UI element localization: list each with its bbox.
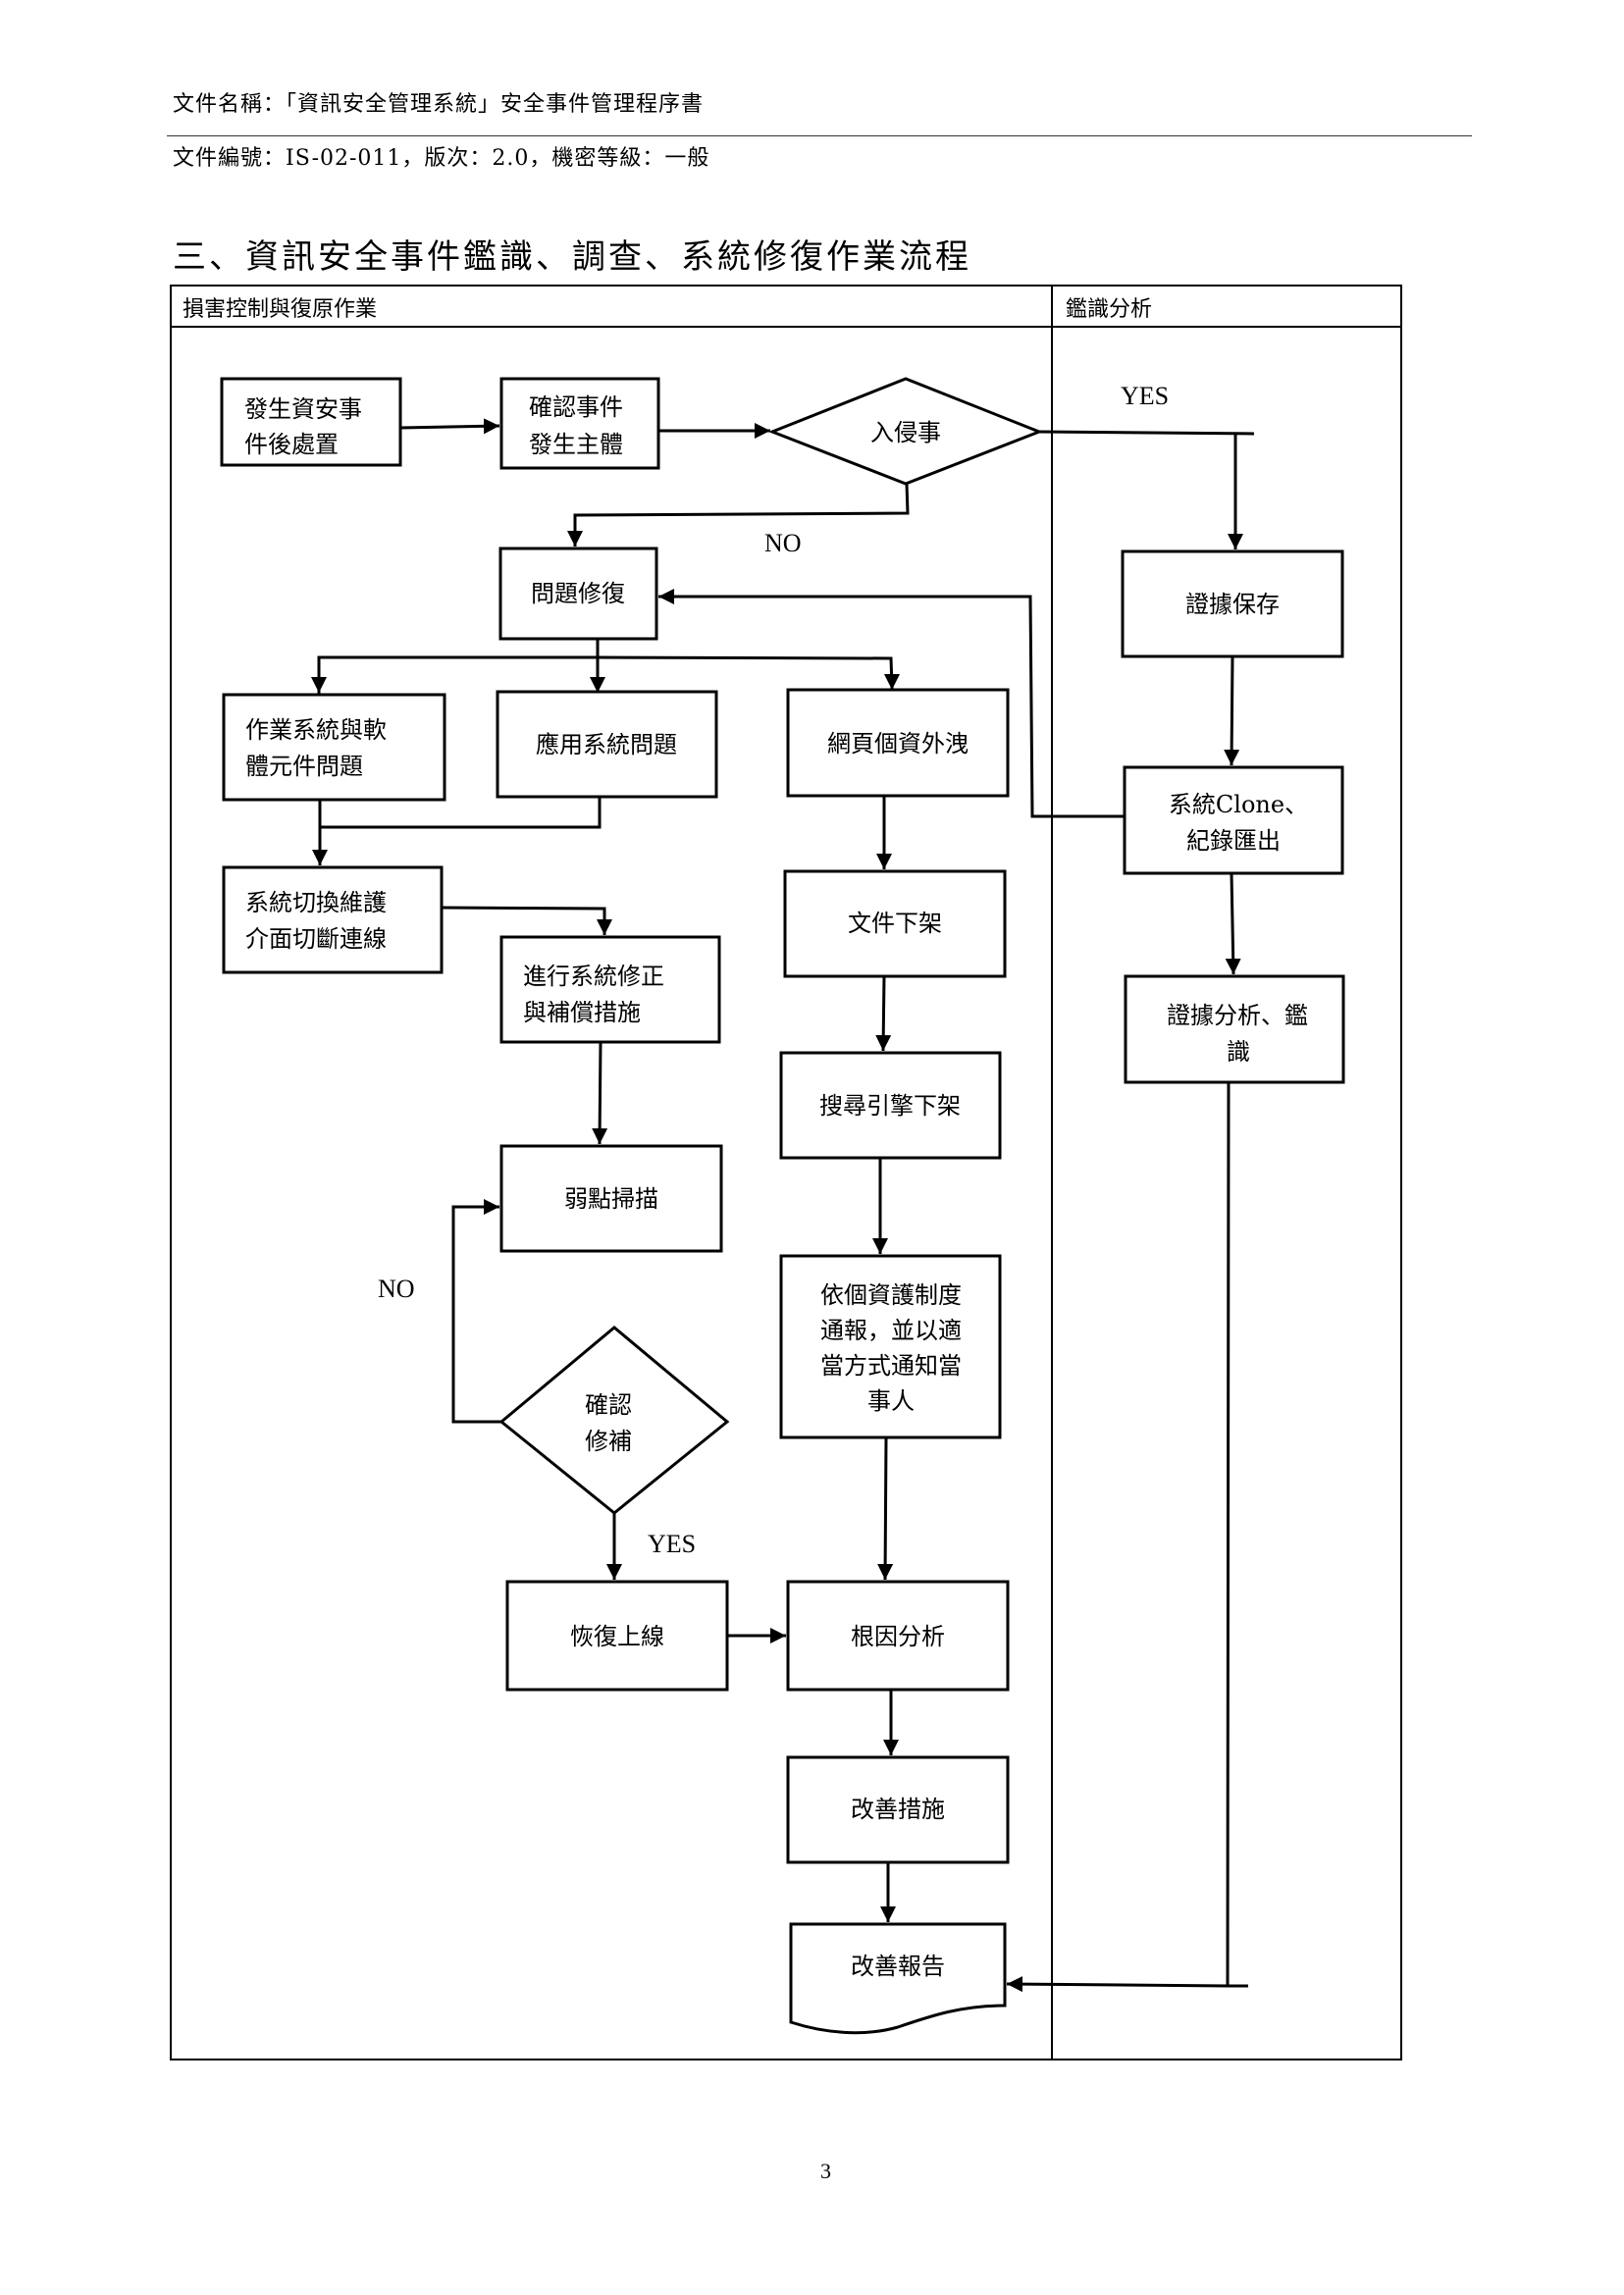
node-confirm-patch	[498, 1326, 730, 1515]
node-root-cause	[786, 1580, 1010, 1692]
section-title: 三、資訊安全事件鑑識、調查、系統修復作業流程	[173, 237, 971, 277]
edge-analysis-return	[1226, 1081, 1248, 1988]
text-search-takedown: 搜尋引擎下架	[819, 1092, 961, 1120]
text-analysis-1: 證據分析、鑑	[1167, 1002, 1308, 1029]
text-os-issue-1: 作業系統與軟	[245, 716, 387, 744]
text-notify-4: 事人	[867, 1387, 915, 1415]
node-problem-repair	[498, 547, 658, 641]
text-incident-handling-1: 發生資安事	[244, 395, 362, 423]
text-notify-3: 當方式通知當	[820, 1352, 962, 1380]
node-switch-maintenance	[222, 865, 444, 974]
text-problem-repair: 問題修復	[531, 580, 625, 607]
edge-analysis-to-report	[1006, 1976, 1230, 1993]
edge-notify-to-rootcause	[877, 1436, 894, 1581]
text-notify-1: 依個資護制度	[820, 1281, 962, 1309]
edge-intrusion-no	[567, 483, 910, 547]
label-intrusion-no: NO	[764, 529, 802, 557]
text-clone-1: 系統Clone、	[1169, 791, 1308, 818]
label-intrusion-yes: YES	[1121, 382, 1169, 410]
text-switch-1: 系統切換維護	[245, 889, 387, 916]
node-os-component-issue	[222, 693, 446, 802]
text-evidence-preserve: 證據保存	[1185, 591, 1280, 618]
node-intrusion-decision	[767, 377, 1044, 486]
text-notify-2: 通報，並以適	[820, 1317, 962, 1344]
text-fix-2: 與補償措施	[523, 999, 641, 1026]
text-clone-2: 紀錄匯出	[1186, 827, 1281, 855]
label-patch-no: NO	[378, 1275, 415, 1303]
text-confirm-patch-2: 修補	[585, 1428, 632, 1455]
node-vuln-scan	[499, 1144, 723, 1253]
text-restore-online: 恢復上線	[570, 1623, 664, 1650]
edge-merge-os-app	[318, 797, 602, 829]
text-os-issue-2: 體元件問題	[245, 753, 363, 780]
text-intrusion: 入侵事	[870, 419, 941, 446]
edge-clone-to-analysis	[1225, 872, 1241, 975]
lane-label-damage-control: 損害控制與復原作業	[183, 297, 377, 322]
node-system-fix	[499, 935, 721, 1044]
label-patch-yes: YES	[648, 1530, 696, 1558]
document-meta: 文件編號：IS-02-011，版次：2.0，機密等級：一般	[173, 146, 710, 171]
text-doc-takedown: 文件下架	[848, 910, 942, 937]
node-search-takedown	[779, 1051, 1002, 1160]
text-confirm-subject-2: 發生主體	[529, 431, 623, 458]
text-analysis-2: 識	[1227, 1038, 1250, 1066]
node-evidence-analysis	[1124, 974, 1345, 1084]
node-app-system-issue	[496, 690, 718, 799]
text-incident-handling-2: 件後處置	[244, 431, 339, 458]
text-improvement-report: 改善報告	[851, 1953, 945, 1980]
node-confirm-subject	[499, 377, 660, 470]
edge-switch-to-fix	[441, 906, 612, 935]
text-switch-2: 介面切斷連線	[245, 925, 387, 953]
edge-doc-to-search	[875, 975, 892, 1052]
text-fix-1: 進行系統修正	[523, 963, 664, 990]
edge-fix-to-scan	[592, 1041, 608, 1145]
page-number: 3	[820, 2159, 831, 2183]
edge-clone-feedback	[658, 589, 1142, 818]
swimlane-table	[170, 285, 1402, 2060]
node-improvement-measures	[786, 1755, 1010, 1864]
lane-label-forensics: 鑑識分析	[1066, 297, 1152, 322]
text-improvement-measures: 改善措施	[851, 1796, 945, 1823]
table-border	[170, 285, 1402, 2060]
edge-evidence-to-clone	[1224, 655, 1240, 766]
node-restore-online	[505, 1580, 729, 1692]
node-evidence-preserve	[1121, 549, 1344, 658]
text-root-cause: 根因分析	[851, 1623, 945, 1650]
document-name: 文件名稱：「資訊安全管理系統」安全事件管理程序書	[173, 92, 705, 117]
node-pii-notify	[779, 1254, 1002, 1439]
node-system-clone	[1123, 765, 1344, 875]
node-improvement-report	[789, 1922, 1007, 2035]
text-web-leak: 網頁個資外洩	[827, 730, 969, 757]
edge-patch-no	[451, 1199, 501, 1424]
connectors	[311, 418, 1255, 1993]
text-confirm-subject-1: 確認事件	[529, 393, 623, 421]
edge-incident-to-confirm	[399, 418, 500, 435]
edge-intrusion-yes	[1038, 430, 1255, 436]
node-web-pii-leak	[786, 688, 1010, 798]
edge-branch-line	[317, 655, 894, 695]
text-app-issue: 應用系統問題	[536, 731, 677, 758]
text-confirm-patch-1: 確認	[585, 1391, 632, 1419]
node-incident-handling	[220, 377, 402, 467]
header-divider	[167, 135, 1472, 136]
text-vuln-scan: 弱點掃描	[564, 1185, 658, 1213]
node-doc-takedown	[783, 869, 1007, 978]
